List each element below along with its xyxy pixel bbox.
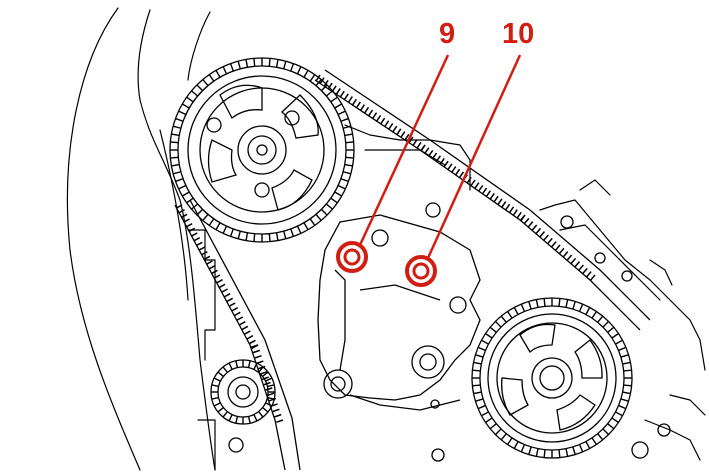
mounting-bracket bbox=[228, 202, 671, 462]
pump-sprocket-teeth bbox=[472, 298, 632, 458]
callout-label-10: 10 bbox=[502, 18, 535, 50]
bolt-10 bbox=[405, 255, 437, 287]
camshaft-sprocket-teeth bbox=[170, 58, 354, 242]
callout-label-9: 9 bbox=[439, 18, 456, 50]
callout-line-10 bbox=[426, 54, 522, 259]
callout-line-9 bbox=[358, 54, 450, 246]
engine-outline bbox=[66, 7, 706, 471]
idler-pulley-teeth bbox=[211, 360, 275, 424]
bolt-9 bbox=[336, 241, 368, 273]
